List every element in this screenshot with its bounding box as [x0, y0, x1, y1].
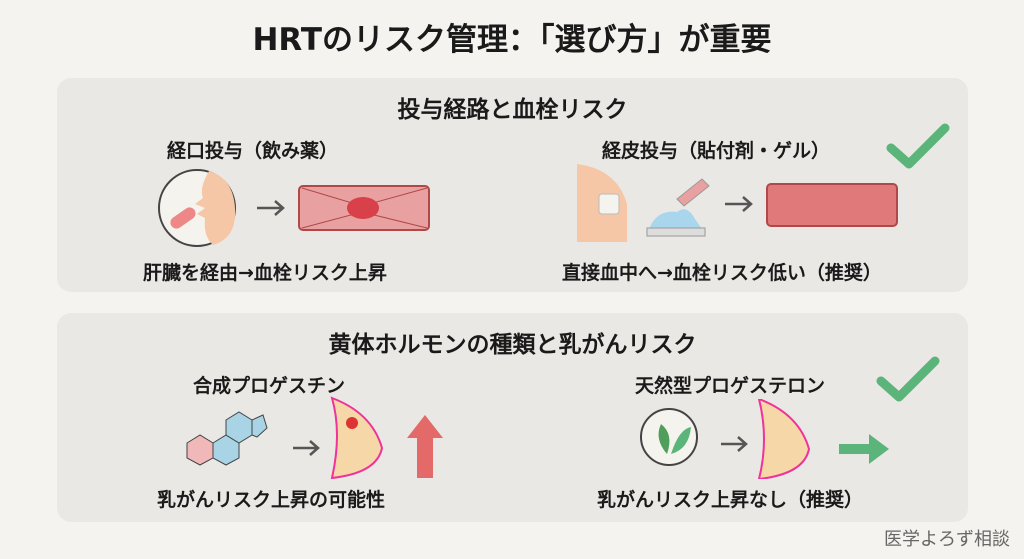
synthetic-illustration-icon	[186, 396, 443, 480]
synthetic-caption: 乳がんリスク上昇の可能性	[157, 489, 386, 511]
natural-label: 天然型プロゲステロン	[635, 375, 826, 397]
page-title: HRTのリスク管理：「選び方」が重要	[252, 22, 772, 58]
progestogen-panel: 黄体ホルモンの種類と乳がんリスク 合成プロゲスチン 天然型プロゲステロン 乳がん…	[57, 313, 968, 522]
oral-illustration-icon	[158, 169, 430, 247]
transdermal-illustration-icon	[577, 164, 898, 242]
route-panel: 投与経路と血栓リスク 経口投与（飲み薬） 経皮投与（貼付剤・ゲル） 肝臓を経由→…	[57, 78, 968, 292]
synthetic-label: 合成プロゲスチン	[193, 375, 346, 397]
section-title: 投与経路と血栓リスク	[397, 97, 628, 123]
check-icon	[876, 356, 940, 402]
oral-label: 経口投与（飲み薬）	[167, 140, 339, 162]
natural-caption: 乳がんリスク上昇なし（推奨）	[597, 489, 864, 511]
oral-caption: 肝臓を経由→血栓リスク上昇	[143, 262, 387, 284]
watermark: 医学よろず相談	[884, 529, 1010, 550]
section-title: 黄体ホルモンの種類と乳がんリスク	[328, 332, 697, 358]
transdermal-caption: 直接血中へ→血栓リスク低い（推奨）	[562, 262, 882, 284]
natural-illustration-icon	[640, 399, 889, 479]
transdermal-label: 経皮投与（貼付剤・ゲル）	[602, 140, 831, 162]
check-icon	[886, 123, 950, 169]
